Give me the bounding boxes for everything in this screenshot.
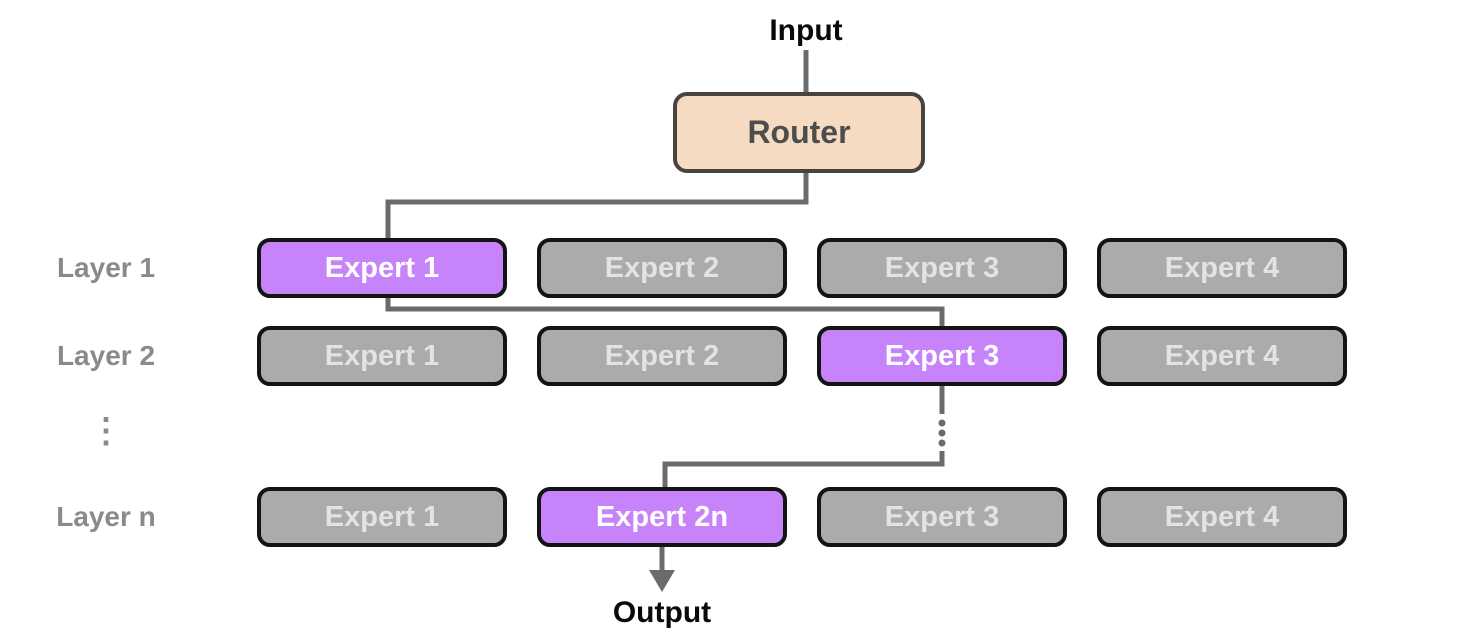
layers-ellipsis: ⋮	[89, 412, 123, 450]
connector-ellipsis-dot	[938, 419, 946, 427]
router-box: Router	[673, 92, 925, 173]
layer1-expert3-box: Expert 3	[817, 238, 1067, 298]
layer-1-label: Layer 1	[56, 252, 156, 283]
layer2-expert4-box: Expert 4	[1097, 326, 1347, 386]
output-arrowhead-icon	[649, 570, 675, 592]
layer1-expert1-box: Expert 1	[257, 238, 507, 298]
connector-layer2-to-layern-resume	[662, 451, 945, 489]
connector-router-to-layer1-expert1	[385, 173, 809, 240]
layern-expert4-box: Expert 4	[1097, 487, 1347, 547]
layer2-expert3-box: Expert 3	[817, 326, 1067, 386]
input-label: Input	[769, 14, 843, 47]
output-label: Output	[612, 596, 712, 629]
layern-expert3-box: Expert 3	[817, 487, 1067, 547]
layer1-expert4-box: Expert 4	[1097, 238, 1347, 298]
layern-expert2n-box: Expert 2n	[537, 487, 787, 547]
layer-2-label: Layer 2	[56, 340, 156, 371]
layern-expert1-box: Expert 1	[257, 487, 507, 547]
connector-ellipsis-dot	[938, 429, 946, 437]
layer-n-label: Layer n	[56, 501, 156, 532]
layer2-expert1-box: Expert 1	[257, 326, 507, 386]
layer2-expert2-box: Expert 2	[537, 326, 787, 386]
layer1-expert2-box: Expert 2	[537, 238, 787, 298]
connector-ellipsis-dot	[938, 439, 946, 447]
connector-layer1-expert1-to-layer2-expert3	[385, 296, 945, 328]
